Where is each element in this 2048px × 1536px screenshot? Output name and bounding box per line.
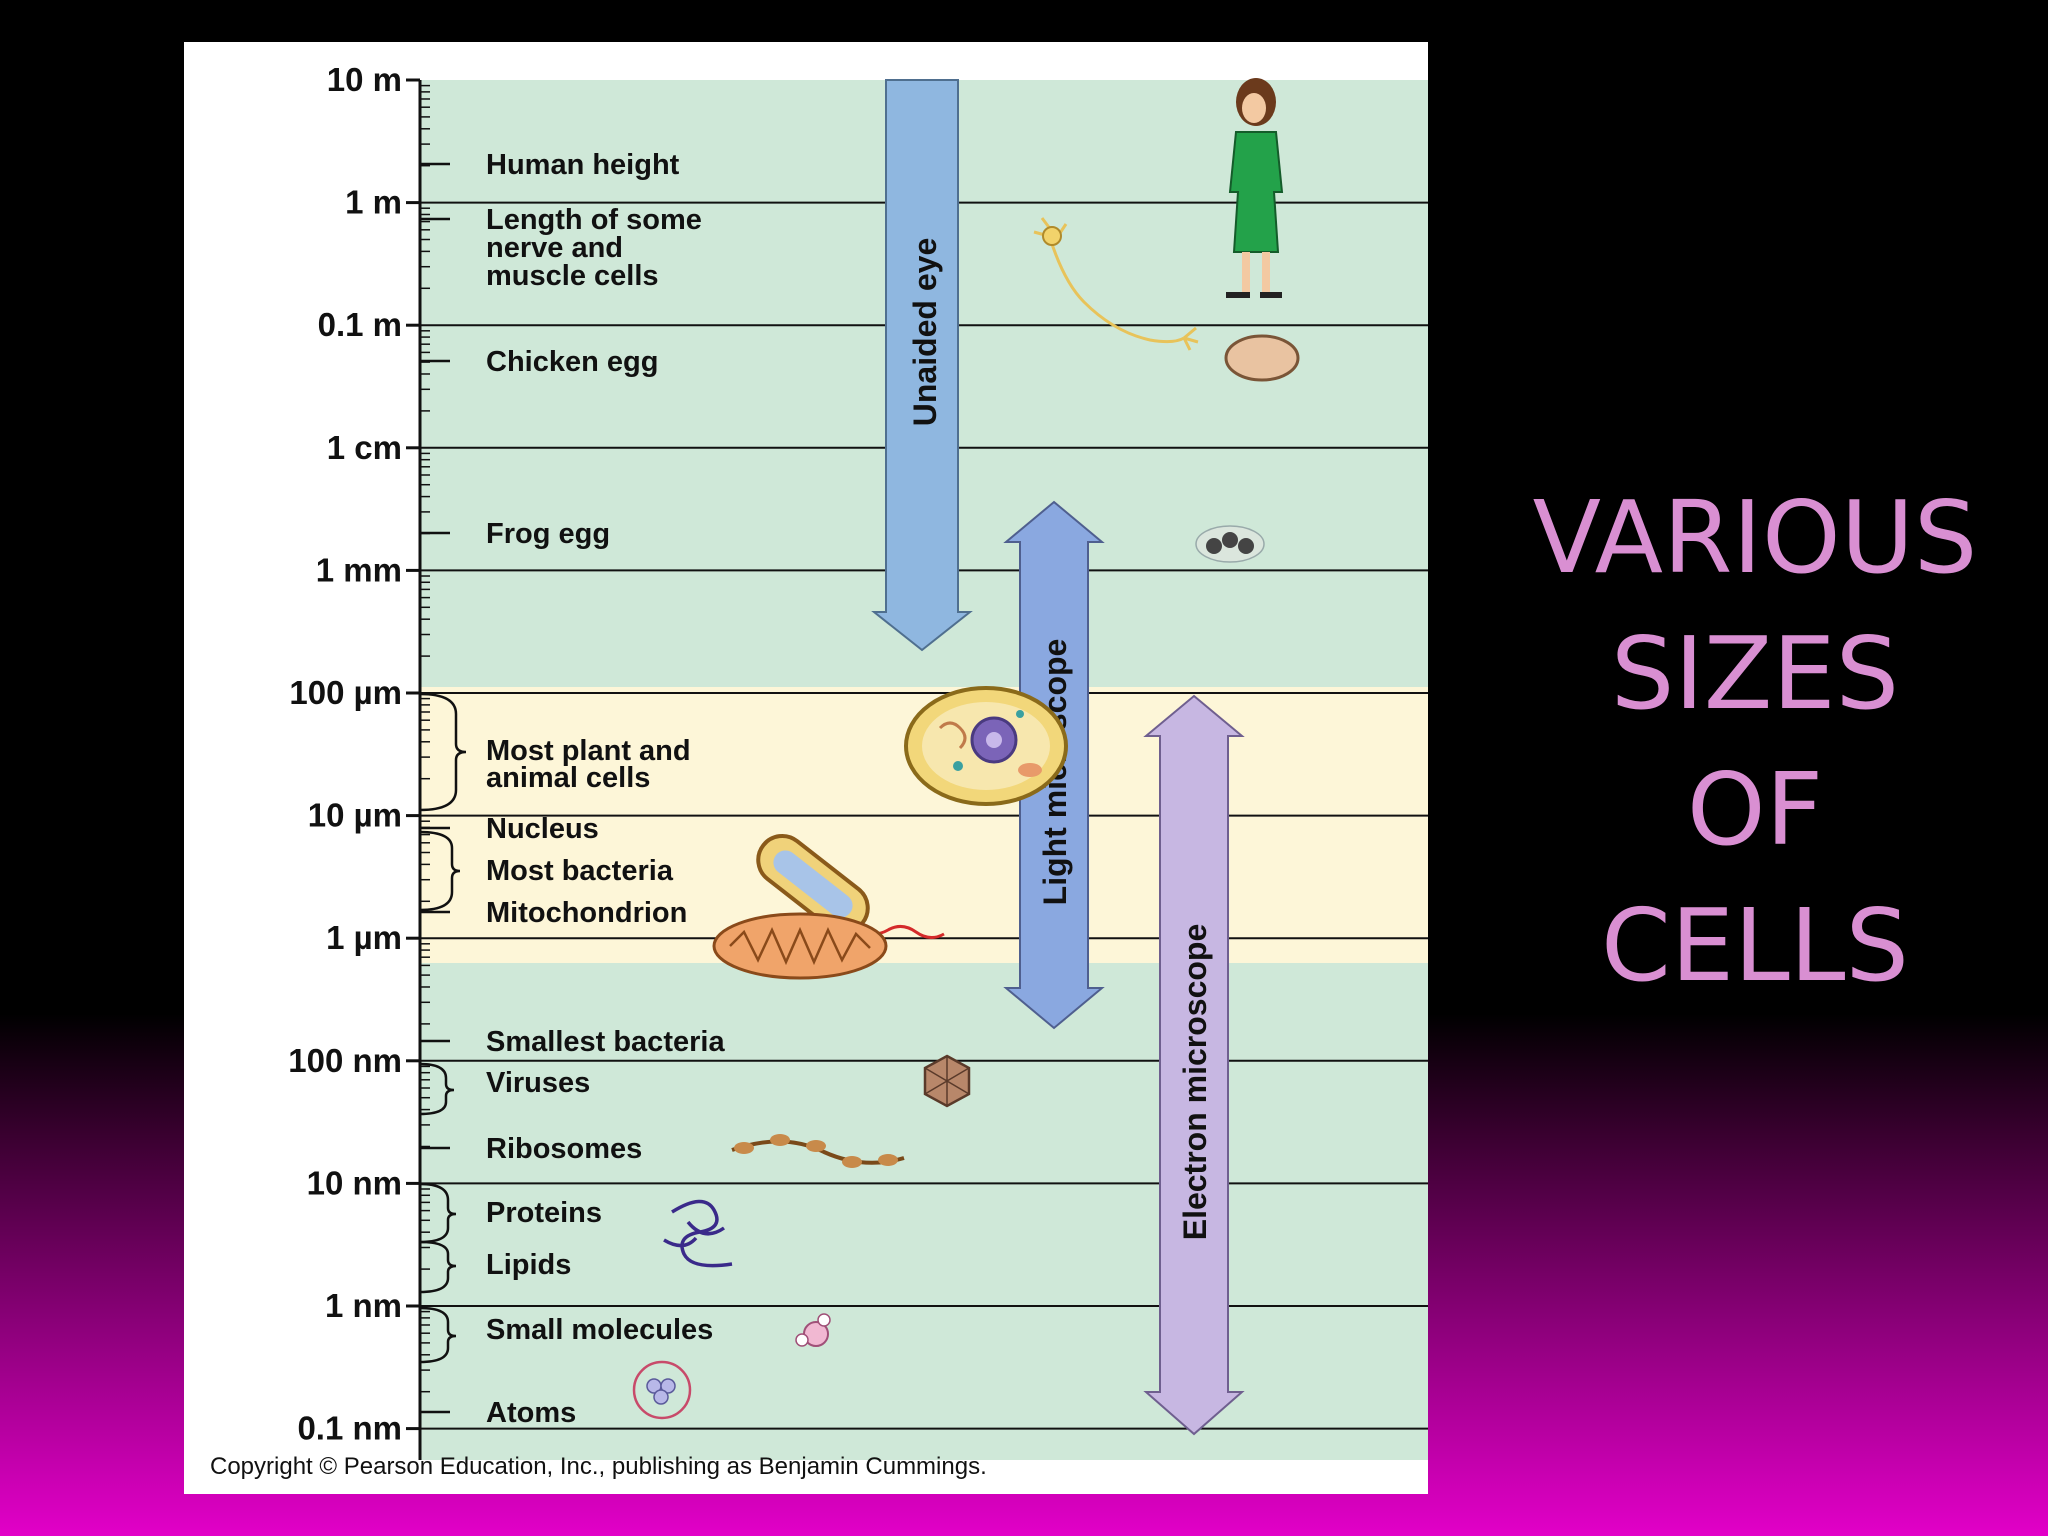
item-lipids: Lipids [419, 1240, 571, 1294]
title-line: VARIOUS [1532, 479, 1978, 596]
chicken-egg-icon [1224, 334, 1300, 382]
svg-text:Chicken egg: Chicken egg [486, 346, 658, 378]
scale-label: 0.1 m [318, 306, 402, 343]
frog-eggs-icon [1195, 525, 1265, 563]
svg-text:muscle cells: muscle cells [486, 260, 659, 292]
scale-label: 1 nm [325, 1287, 402, 1324]
scale-label: 1 m [345, 184, 402, 221]
scale-label: 100 µm [289, 674, 402, 711]
svg-text:Ribosomes: Ribosomes [486, 1133, 642, 1165]
item-mitochondrion: Mitochondrion [420, 897, 687, 929]
scale-label: 0.1 nm [297, 1410, 402, 1447]
virus-icon [923, 1054, 971, 1108]
svg-text:Frog egg: Frog egg [486, 518, 610, 550]
scale-label: 1 cm [327, 429, 402, 466]
title-line: SIZES [1610, 615, 1900, 732]
svg-text:Length of some: Length of some [486, 204, 702, 236]
item-nucleus: Nucleus [420, 813, 599, 845]
item-nerve-muscle-cells: Length of some nerve and muscle cells [420, 204, 702, 292]
svg-text:Proteins: Proteins [486, 1197, 602, 1229]
svg-text:Most bacteria: Most bacteria [486, 855, 674, 887]
small-molecule-icon [795, 1313, 831, 1347]
svg-text:Mitochondrion: Mitochondrion [486, 897, 687, 929]
title-line: OF [1686, 751, 1824, 868]
scale-label: 10 m [327, 61, 402, 98]
item-most-bacteria: Most bacteria [419, 830, 674, 912]
svg-text:Nucleus: Nucleus [486, 813, 599, 845]
protein-icon [663, 1199, 733, 1268]
scale-label: 1 µm [326, 919, 402, 956]
item-proteins: Proteins [419, 1182, 602, 1244]
scale-label: 10 nm [307, 1164, 402, 1201]
nerve-cell-icon [1033, 217, 1199, 351]
copyright-notice: Copyright © Pearson Education, Inc., pub… [210, 1453, 987, 1480]
slide-title: VARIOUS SIZES OF CELLS [1490, 470, 2020, 1014]
animal-cell-icon [904, 686, 1068, 806]
svg-text:Most plant and: Most plant and [486, 735, 691, 767]
scale-label: 10 µm [308, 797, 402, 834]
mitochondrion-icon [712, 912, 888, 980]
electron-microscope-label: Electron microscope [1177, 924, 1213, 1241]
item-smallest-bacteria: Smallest bacteria [420, 1026, 725, 1058]
svg-text:Atoms: Atoms [486, 1397, 576, 1429]
svg-text:nerve and: nerve and [486, 232, 623, 264]
unaided-eye-arrow: Unaided eye [871, 79, 973, 652]
item-list: Human height Length of some nerve and mu… [419, 149, 725, 1429]
item-frog-egg: Frog egg [420, 518, 610, 550]
item-small-molecules: Small molecules [419, 1306, 713, 1364]
scale-label: 100 nm [288, 1042, 402, 1079]
svg-text:Viruses: Viruses [486, 1067, 590, 1099]
svg-text:Lipids: Lipids [486, 1249, 571, 1281]
cell-size-diagram: 10 m 1 m 0.1 m 1 cm 1 mm 100 µm 10 µm 1 µm 100 n… [184, 42, 1428, 1494]
item-plant-animal-cells: Most plant and animal cells [419, 692, 691, 812]
item-ribosomes: Ribosomes [420, 1133, 642, 1165]
item-human-height: Human height [420, 149, 680, 181]
item-atoms: Atoms [420, 1397, 576, 1429]
svg-text:Smallest bacteria: Smallest bacteria [486, 1026, 725, 1058]
electron-microscope-arrow: Electron microscope [1143, 694, 1245, 1436]
unaided-eye-label: Unaided eye [907, 238, 943, 427]
atom-icon [632, 1360, 692, 1420]
title-line: CELLS [1601, 887, 1909, 1004]
scale-label: 1 mm [316, 551, 402, 588]
svg-text:Human height: Human height [486, 149, 680, 181]
ribosomes-icon [731, 1134, 905, 1168]
scale-diagram-svg: 10 m 1 m 0.1 m 1 cm 1 mm 100 µm 10 µm 1 µm 100 n… [210, 61, 1428, 1480]
svg-text:animal cells: animal cells [486, 762, 650, 794]
woman-icon [1226, 78, 1284, 298]
item-chicken-egg: Chicken egg [420, 346, 658, 378]
svg-text:Small molecules: Small molecules [486, 1314, 713, 1346]
item-viruses: Viruses [419, 1062, 590, 1116]
